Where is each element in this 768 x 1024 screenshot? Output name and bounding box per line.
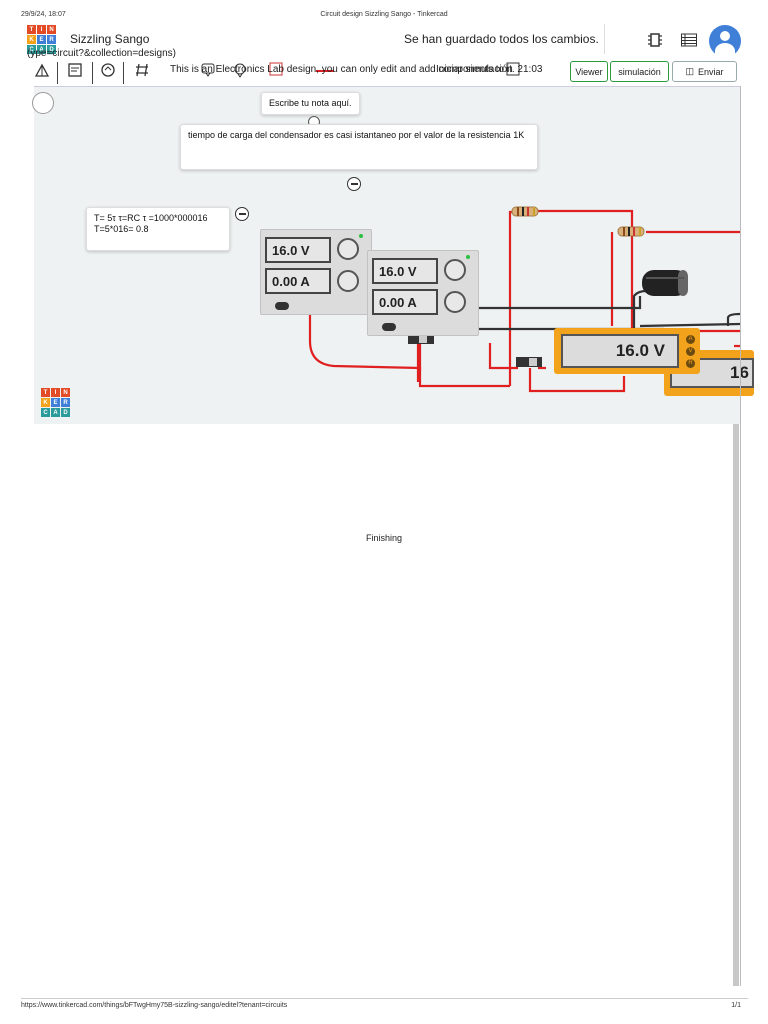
psu1-current-knob[interactable]: [337, 270, 359, 292]
save-status: Se han guardado todos los cambios.: [404, 32, 599, 46]
send-button-label: Enviar: [698, 66, 724, 77]
start-simulation-button[interactable]: simulación: [610, 61, 669, 82]
multimeter1-mode-v[interactable]: V: [686, 347, 695, 356]
wire-color-icon[interactable]: [134, 62, 150, 81]
wire: [538, 209, 634, 336]
header-divider: [604, 24, 605, 54]
annotation-icon[interactable]: [232, 62, 248, 81]
wire-type-icon[interactable]: [316, 70, 334, 72]
psu2-current-knob[interactable]: [444, 291, 466, 313]
fit-view-button[interactable]: [32, 92, 54, 114]
print-date: 29/9/24, 18:07: [21, 11, 66, 18]
user-avatar[interactable]: [709, 25, 741, 59]
formula-line-1: T= 5τ τ=RC τ =1000*000016: [94, 213, 208, 223]
breadcrumb: (ype=circuit?&collection=designs): [27, 48, 176, 59]
footer-divider: [21, 998, 748, 999]
psu2-status-led: [466, 255, 470, 259]
wire-black: [726, 312, 741, 326]
viewer-button[interactable]: Viewer: [570, 61, 608, 82]
psu1-voltage-knob[interactable]: [337, 238, 359, 260]
multimeter1-mode-r[interactable]: R: [686, 359, 695, 368]
psu2-current-display: 0.00 A: [372, 289, 438, 315]
comment-icon[interactable]: [200, 62, 216, 81]
power-supply-2[interactable]: 16.0 V 0.00 A: [367, 250, 479, 336]
power-supply-1[interactable]: 16.0 V 0.00 A: [260, 229, 372, 315]
component-list-icon[interactable]: [678, 29, 700, 51]
wire: [508, 210, 512, 386]
multimeter1-mode-a[interactable]: A: [686, 335, 695, 344]
print-title: Circuit design Sizzling Sango - Tinkerca…: [320, 11, 448, 18]
note-placeholder-bubble[interactable]: Escribe tu nota aquí.: [261, 92, 360, 116]
capacitor[interactable]: [642, 270, 688, 296]
psu1-voltage-display: 16.0 V: [265, 237, 331, 263]
code-icon[interactable]: [506, 62, 520, 79]
resistor-1[interactable]: [511, 206, 539, 217]
simulation-label: Iniciar simulación: [436, 64, 513, 75]
rotate-icon[interactable]: [33, 62, 51, 81]
collapse-note-icon[interactable]: [235, 207, 249, 221]
multimeter-1[interactable]: 16.0 V A V R: [554, 328, 700, 374]
toolbar-separator: [57, 62, 58, 84]
multimeter1-display: 16.0 V: [561, 334, 679, 368]
wire: [528, 368, 626, 393]
slide-switch-2[interactable]: [516, 357, 542, 367]
print-page-number: 1/1: [731, 1002, 741, 1009]
wire-black: [639, 322, 741, 328]
flip-icon[interactable]: [100, 62, 116, 81]
layers-icon: ◫: [685, 66, 694, 76]
psu2-voltage-display: 16.0 V: [372, 258, 438, 284]
note-icon[interactable]: [67, 62, 83, 81]
finishing-status: Finishing: [365, 533, 403, 543]
psu2-voltage-knob[interactable]: [444, 259, 466, 281]
canvas-top-border: [34, 86, 740, 87]
send-button[interactable]: ◫ Enviar: [672, 61, 737, 82]
toolbar-separator: [92, 62, 93, 84]
wire: [308, 308, 422, 371]
wire: [488, 343, 518, 370]
print-url: https://www.tinkercad.com/things/bFTwgHm…: [21, 1002, 288, 1009]
capacitor-note[interactable]: tiempo de carga del condensador es casi …: [180, 124, 538, 170]
design-name[interactable]: Sizzling Sango: [70, 32, 150, 46]
toolbar-separator: [123, 62, 124, 84]
collapse-note-icon[interactable]: [347, 177, 361, 191]
edit-restriction-notice: This is an Electronics Lab design, you c…: [170, 64, 543, 75]
tinkercad-logo[interactable]: T I N K E R C A D: [27, 25, 56, 54]
formula-line-2: T=5*016= 0.8: [94, 224, 149, 235]
vertical-scrollbar[interactable]: [733, 424, 739, 986]
formula-note[interactable]: T= 5τ τ=RC τ =1000*000016 T=5*016= 0.8: [86, 207, 230, 251]
psu1-status-led: [359, 234, 363, 238]
components-chip-icon[interactable]: [644, 29, 666, 51]
psu1-current-display: 0.00 A: [265, 268, 331, 294]
visibility-icon[interactable]: [269, 62, 283, 79]
slide-switch-1[interactable]: [408, 334, 434, 344]
psu1-power-switch[interactable]: [275, 302, 289, 310]
scroll-track: [740, 86, 741, 986]
circuit-canvas[interactable]: Escribe tu nota aquí. tiempo de carga de…: [32, 86, 754, 424]
resistor-2[interactable]: [617, 226, 645, 237]
psu2-power-switch[interactable]: [382, 323, 396, 331]
tinkercad-canvas-logo: T I N K E R C A D: [41, 388, 70, 417]
wire: [418, 338, 510, 388]
